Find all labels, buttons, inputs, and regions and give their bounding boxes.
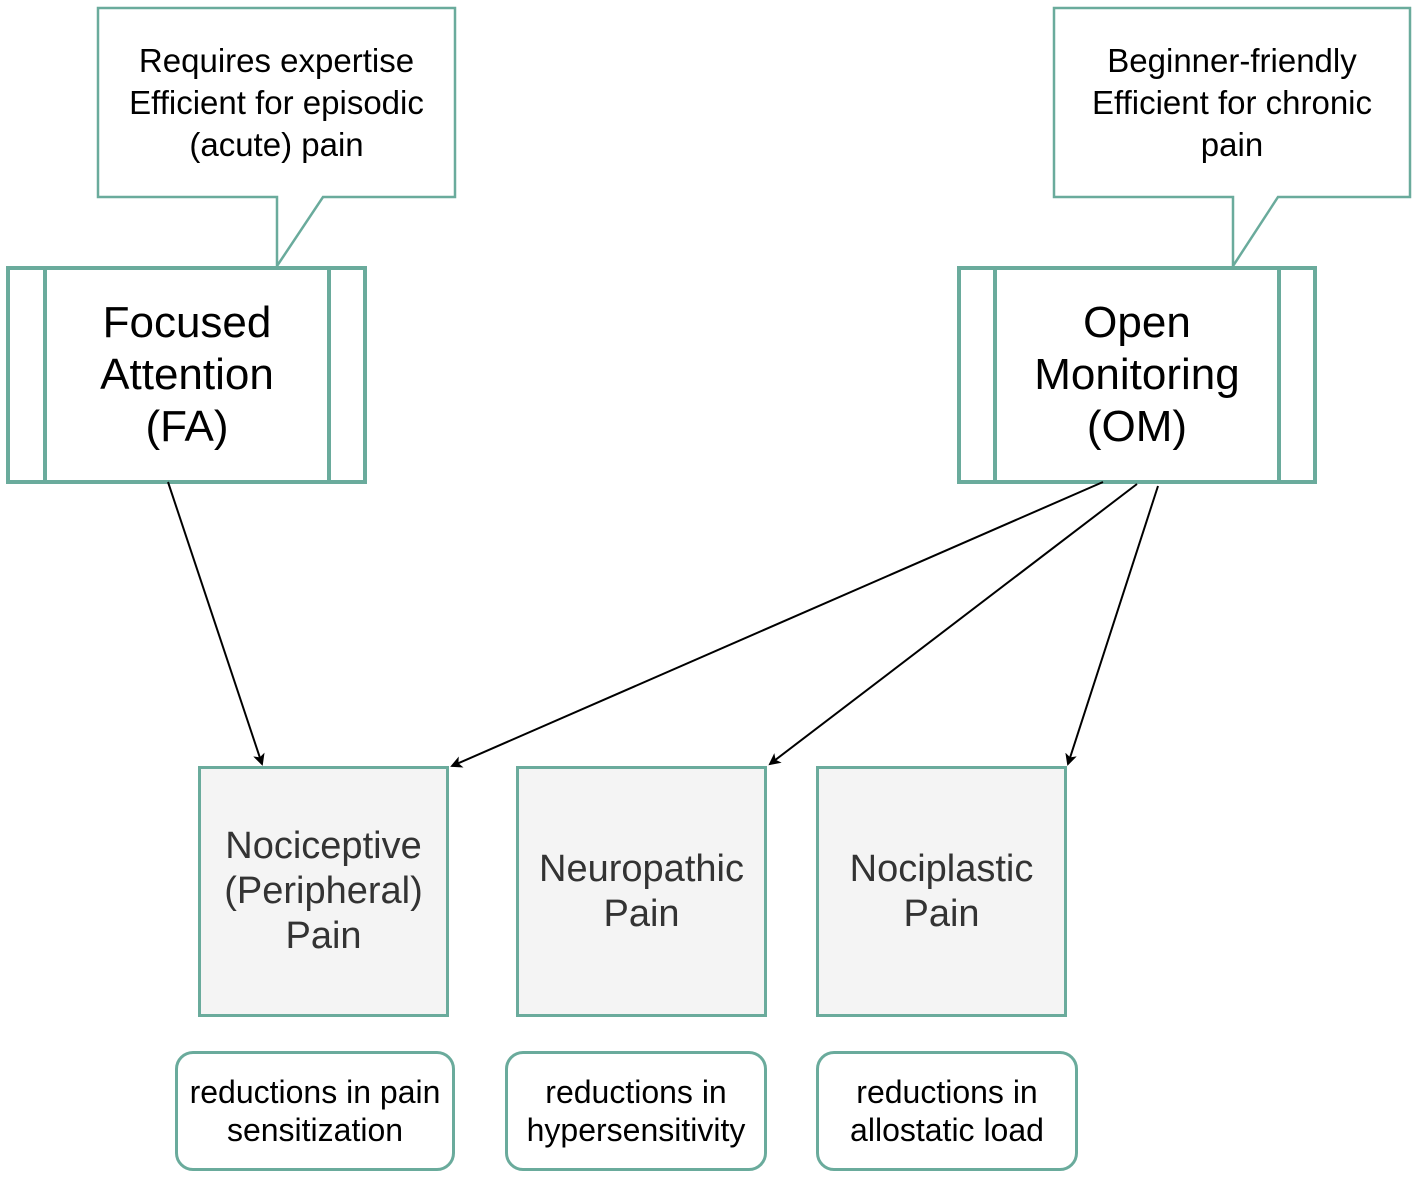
om-callout-line-3: pain — [1200, 126, 1264, 163]
neuropathic-line-2: Pain — [603, 892, 680, 935]
nociceptive-outcome-line-2: sensitization — [226, 1112, 404, 1148]
fa-callout-shape — [96, 6, 457, 271]
fa-callout-text: Requires expertise Efficient for episodi… — [98, 40, 455, 166]
nociplastic-pain-box: Nociplastic Pain — [816, 766, 1067, 1017]
nociceptive-line-2: (Peripheral) — [224, 870, 423, 912]
fa-label-line-2: Attention — [100, 350, 274, 399]
nociplastic-line-1: Nociplastic — [849, 847, 1034, 890]
nociceptive-outcome-line-1: reductions in pain — [189, 1074, 441, 1110]
nociplastic-line-2: Pain — [903, 892, 980, 935]
nociplastic-outcome-box: reductions in allostatic load — [816, 1051, 1078, 1171]
arrow-fa-to-nociceptive — [167, 481, 265, 766]
fa-label-line-3: (FA) — [145, 402, 229, 451]
nociceptive-pain-box: Nociceptive (Peripheral) Pain — [198, 766, 449, 1017]
om-callout-shape — [1052, 6, 1412, 271]
arrow-om-to-nociceptive — [450, 481, 1104, 768]
om-callout-line-1: Beginner-friendly — [1107, 42, 1357, 79]
neuropathic-outcome-line-1: reductions in — [545, 1074, 727, 1110]
arrow-om-to-neuropathic — [768, 483, 1138, 766]
neuropathic-line-1: Neuropathic — [539, 847, 744, 890]
om-callout-line-2: Efficient for chronic — [1091, 84, 1373, 121]
om-label-line-1: Open — [1083, 298, 1191, 347]
om-label-line-2: Monitoring — [1034, 350, 1240, 399]
nociceptive-outcome-box: reductions in pain sensitization — [175, 1051, 455, 1171]
neuropathic-outcome-line-2: hypersensitivity — [526, 1112, 746, 1148]
fa-callout-line-2: Efficient for episodic — [129, 84, 424, 121]
fa-callout-line-1: Requires expertise — [138, 42, 415, 79]
nociplastic-outcome-line-2: allostatic load — [850, 1112, 1044, 1148]
neuropathic-pain-box: Neuropathic Pain — [516, 766, 767, 1017]
om-method-label: Open Monitoring (OM) — [995, 270, 1279, 480]
om-method-box — [957, 266, 1317, 484]
nociceptive-line-1: Nociceptive — [225, 825, 422, 867]
nociplastic-outcome-line-1: reductions in — [856, 1074, 1038, 1110]
om-label-line-3: (OM) — [1086, 402, 1188, 451]
arrow-om-to-nociplastic — [1065, 485, 1159, 766]
fa-label-line-1: Focused — [102, 298, 272, 347]
nociceptive-line-3: Pain — [285, 915, 362, 957]
fa-method-box — [6, 266, 367, 484]
fa-method-label: Focused Attention (FA) — [45, 270, 329, 480]
om-callout-text: Beginner-friendly Efficient for chronic … — [1054, 40, 1410, 166]
neuropathic-outcome-box: reductions in hypersensitivity — [505, 1051, 767, 1171]
fa-callout-line-3: (acute) pain — [189, 126, 364, 163]
